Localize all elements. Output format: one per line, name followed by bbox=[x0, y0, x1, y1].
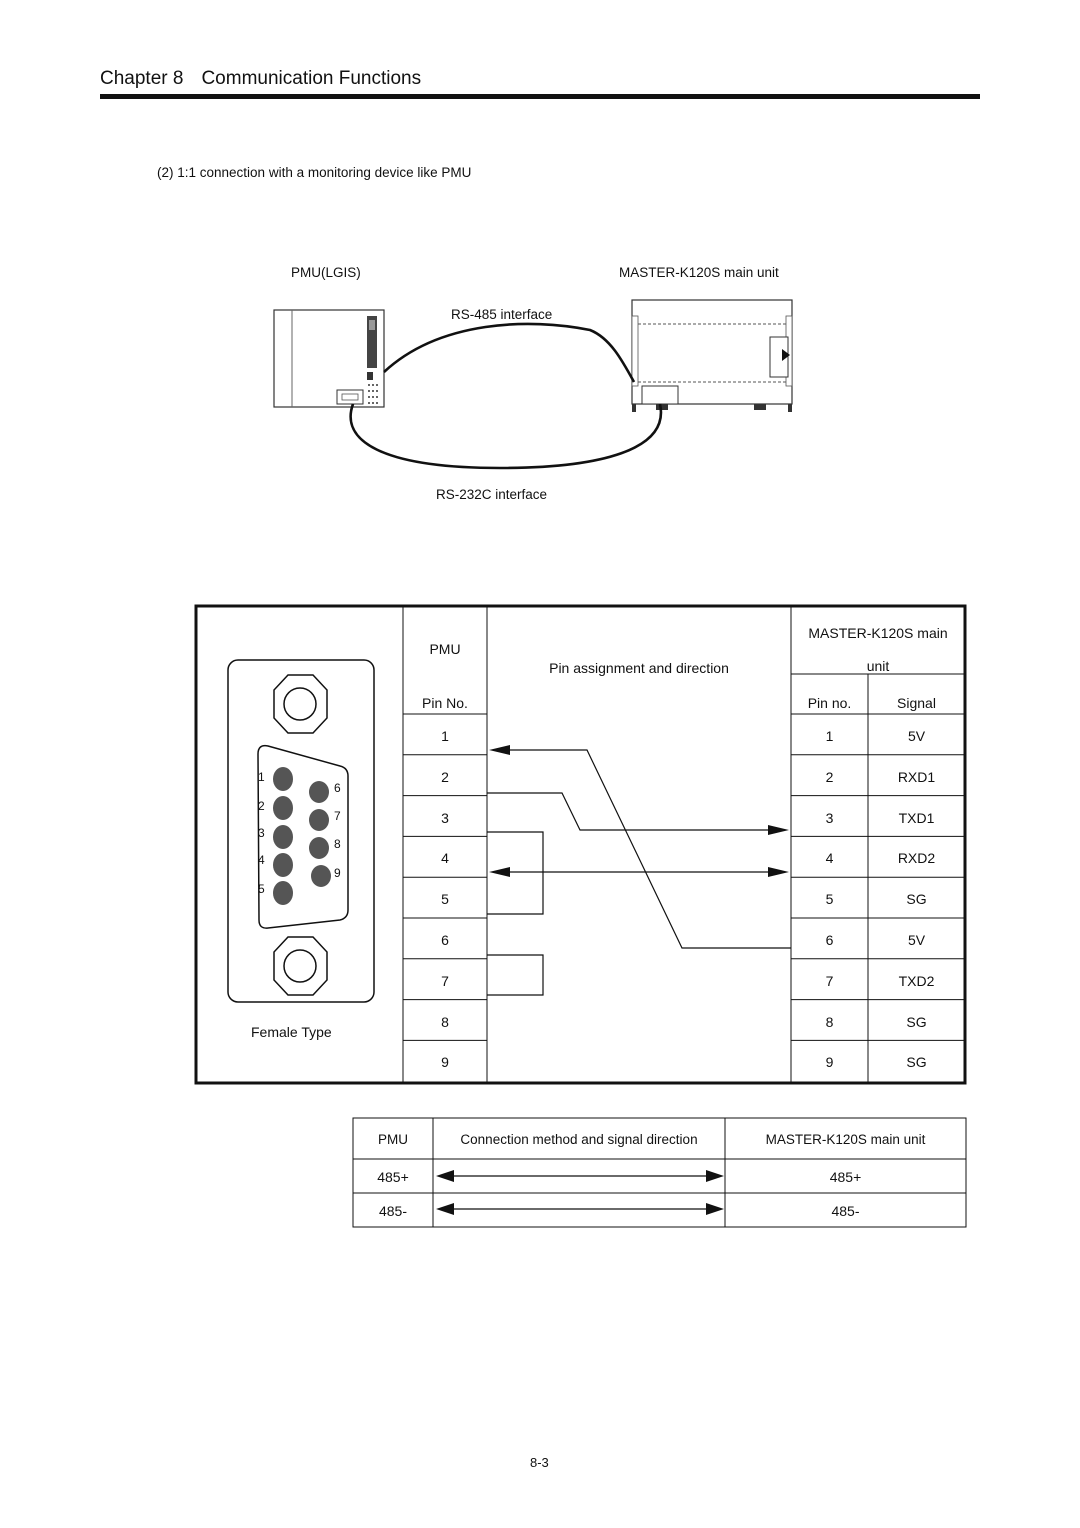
rs485-method-header: Connection method and signal direction bbox=[460, 1132, 698, 1147]
pmu-pin-cell: 7 bbox=[441, 972, 449, 989]
pmu-pin-cell: 5 bbox=[441, 891, 449, 908]
main-pin-cell: 6 bbox=[825, 932, 834, 948]
main-pin-cell: 7 bbox=[825, 972, 834, 989]
pmu-pin-cell: 6 bbox=[441, 932, 449, 948]
main-pin-cell: 1 bbox=[825, 728, 834, 744]
chapter-name: Communication Functions bbox=[201, 68, 422, 89]
arrowhead-pin1-in bbox=[489, 745, 510, 755]
pin-wiring-diagram bbox=[487, 749, 791, 996]
rs232-cable bbox=[349, 403, 663, 470]
main-unit-column-header-cont: unit bbox=[866, 658, 890, 674]
pmu-device-label: PMU(LGIS) bbox=[291, 265, 361, 280]
arrowhead-rxd2-out bbox=[768, 867, 789, 877]
rs485-minus-arrow bbox=[436, 1203, 724, 1215]
db9-connector-icon bbox=[227, 659, 375, 1003]
signal-cell: TXD2 bbox=[898, 972, 935, 989]
signal-header: Signal bbox=[897, 695, 936, 711]
page-number: 8-3 bbox=[530, 1455, 549, 1470]
rs485-main-header: MASTER-K120S main unit bbox=[765, 1132, 926, 1147]
main-pin-cell: 9 bbox=[825, 1054, 834, 1071]
signal-cell: RXD1 bbox=[897, 768, 936, 785]
rs485-pmu-plus: 485+ bbox=[377, 1169, 409, 1185]
main-unit-icon bbox=[631, 299, 793, 412]
connector-pin-number: 5 bbox=[258, 882, 265, 896]
main-unit-label: MASTER-K120S main unit bbox=[619, 265, 779, 280]
arrowhead-txd1-out bbox=[768, 825, 789, 835]
pmu-column-header: PMU bbox=[429, 641, 461, 657]
signal-cell: 5V bbox=[907, 728, 926, 744]
rs485-table-grid bbox=[352, 1117, 967, 1228]
rs485-main-plus: 485+ bbox=[829, 1169, 862, 1185]
connector-pin-number: 3 bbox=[258, 826, 265, 840]
main-pin-cell: 2 bbox=[825, 768, 834, 785]
main-pin-cell: 8 bbox=[825, 1013, 834, 1030]
signal-cell: SG bbox=[906, 1054, 927, 1071]
main-pin-no-header: Pin no. bbox=[807, 695, 852, 711]
section-heading: (2) 1:1 connection with a monitoring dev… bbox=[157, 165, 472, 180]
signal-cell: SG bbox=[906, 891, 927, 908]
connection-figure: PMU(LGIS) MASTER-K120S main unit RS-485 … bbox=[0, 0, 1080, 560]
rs485-plus-arrow bbox=[436, 1170, 724, 1182]
main-pin-cell: 3 bbox=[825, 809, 834, 826]
pmu-pin-cell: 4 bbox=[441, 850, 449, 867]
pmu-pin-cell: 1 bbox=[441, 728, 449, 744]
connector-pin-number: 9 bbox=[334, 866, 341, 880]
rs485-table: PMU Connection method and signal directi… bbox=[352, 1117, 967, 1228]
pmu-device-icon bbox=[273, 309, 385, 408]
pmu-pin-cell: 8 bbox=[441, 1013, 449, 1030]
signal-cell: TXD1 bbox=[898, 809, 935, 826]
pmu-pin-cell: 3 bbox=[441, 809, 449, 826]
chapter-label: Chapter 8 bbox=[100, 68, 184, 89]
connector-pin-number: 2 bbox=[258, 799, 265, 813]
rs232-interface-label: RS-232C interface bbox=[436, 487, 548, 502]
main-unit-column-header: MASTER-K120S main bbox=[808, 625, 948, 641]
chapter-title: Chapter 8 Communication Functions bbox=[100, 68, 421, 90]
signal-cell: SG bbox=[906, 1013, 927, 1030]
pmu-pin-no-header: Pin No. bbox=[422, 695, 468, 711]
pmu-pin-cell: 2 bbox=[441, 768, 449, 785]
arrowhead-pin4-in bbox=[489, 867, 510, 877]
connector-pin-number: 6 bbox=[334, 781, 341, 795]
rs485-interface-label: RS-485 interface bbox=[451, 307, 553, 322]
pin-assignment-table: 1 2 3 4 5 6 7 8 9 PMU Pin assignment and directi… bbox=[194, 604, 967, 1085]
connector-pin-number: 4 bbox=[258, 853, 265, 867]
direction-column-header: Pin assignment and direction bbox=[549, 660, 729, 676]
connector-caption: Female Type bbox=[251, 1024, 332, 1040]
pmu-pin-cell: 9 bbox=[441, 1054, 449, 1071]
title-rule bbox=[100, 94, 980, 99]
connection-drawing bbox=[273, 299, 793, 470]
signal-cell: 5V bbox=[907, 932, 926, 948]
main-pin-cell: 5 bbox=[825, 891, 834, 908]
connector-pin-number: 8 bbox=[334, 837, 341, 851]
connector-pin-number: 7 bbox=[334, 809, 341, 823]
rs485-pmu-minus: 485- bbox=[378, 1203, 408, 1219]
main-pin-cell: 4 bbox=[825, 850, 834, 867]
pin-table-grid: 1 2 3 4 5 6 7 8 9 bbox=[194, 604, 967, 1085]
rs485-cable bbox=[383, 322, 636, 383]
signal-cell: RXD2 bbox=[897, 850, 936, 867]
connector-pin-number: 1 bbox=[258, 770, 265, 784]
rs485-main-minus: 485- bbox=[831, 1203, 860, 1219]
rs485-pmu-header: PMU bbox=[378, 1132, 408, 1147]
